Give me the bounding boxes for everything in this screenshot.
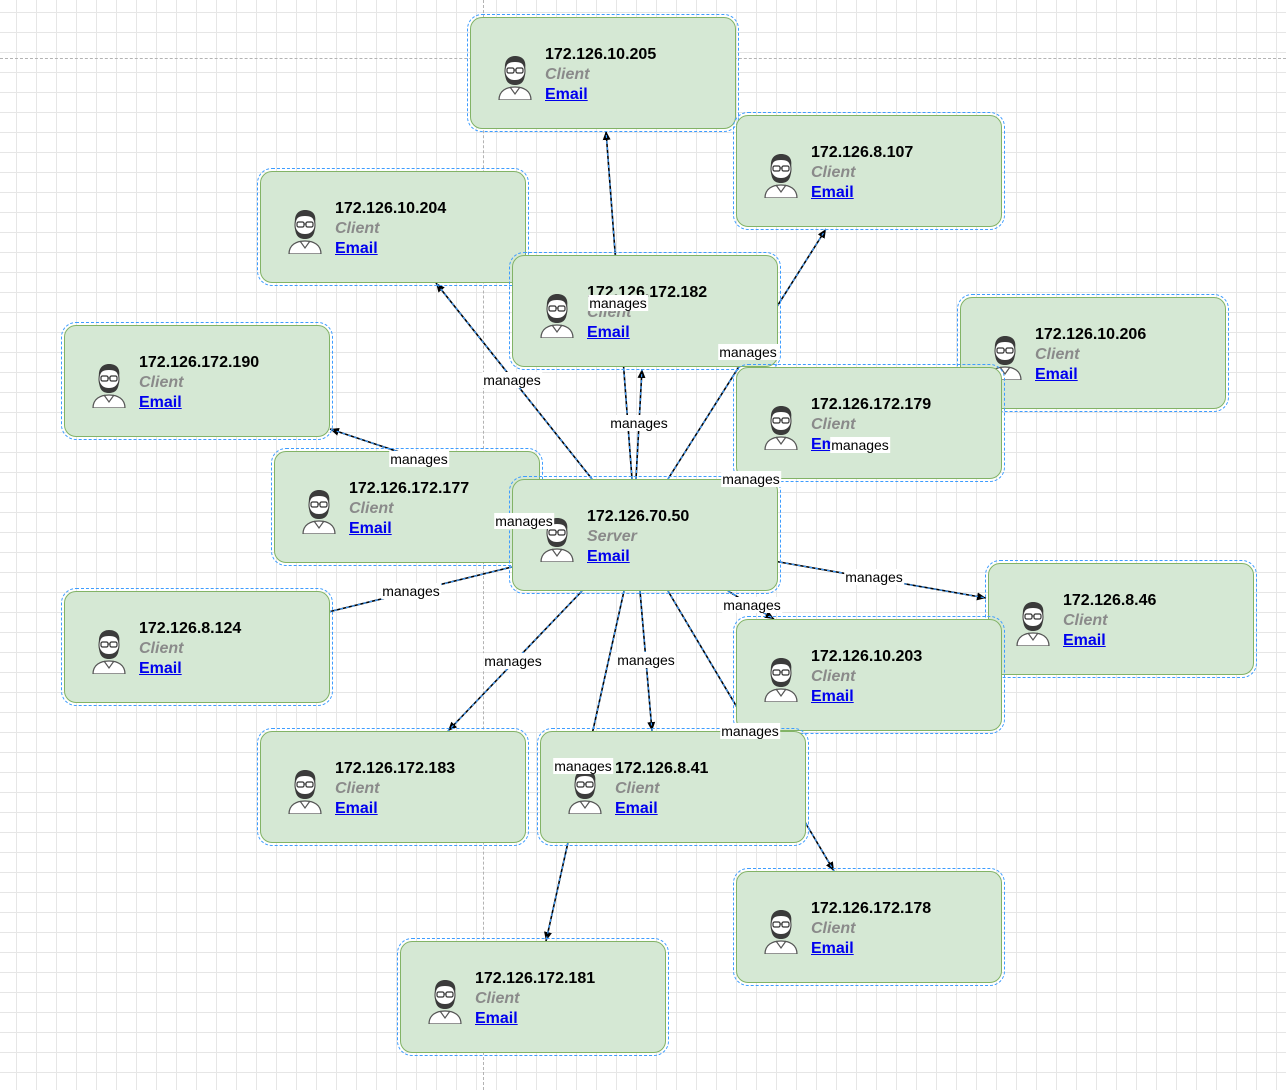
node-role: Client (811, 416, 856, 433)
client-node-172-126-10-204[interactable]: 172.126.10.204 Client Email (257, 168, 529, 286)
node-ip-address: 172.126.172.179 (811, 396, 932, 413)
edge-label-manages[interactable]: manages (381, 583, 441, 599)
person-avatar-icon (92, 630, 126, 674)
client-node-172-126-172-183[interactable]: 172.126.172.183 Client Email (257, 728, 529, 846)
node-ip-address: 172.126.10.206 (1035, 326, 1147, 343)
person-avatar-icon (764, 658, 798, 702)
node-role: Client (139, 374, 184, 391)
client-node-172-126-172-190[interactable]: 172.126.172.190 Client Email (61, 322, 333, 440)
person-avatar-icon (764, 910, 798, 954)
node-email-link[interactable]: Email (335, 240, 378, 257)
node-ip-address: 172.126.172.181 (475, 970, 596, 987)
node-email-link[interactable]: Email (1063, 632, 1106, 649)
node-ip-address: 172.126.8.107 (811, 144, 914, 161)
node-ip-address: 172.126.10.205 (545, 46, 657, 63)
node-role: Client (139, 640, 184, 657)
person-avatar-icon (568, 770, 602, 814)
edge-label-manages[interactable]: manages (494, 513, 554, 529)
node-role: Client (811, 164, 856, 181)
node-email-link[interactable]: Email (811, 688, 854, 705)
client-node-172-126-172-181[interactable]: 172.126.172.181 Client Email (397, 938, 669, 1056)
client-node-172-126-172-179[interactable]: 172.126.172.179 Client Email (733, 364, 1005, 482)
edge-label-manages[interactable]: manages (389, 451, 449, 467)
node-role: Client (349, 500, 394, 517)
node-email-link[interactable]: Email (587, 324, 630, 341)
client-node-172-126-10-205[interactable]: 172.126.10.205 Client Email (467, 14, 739, 132)
client-node-172-126-8-46[interactable]: 172.126.8.46 Client Email (985, 560, 1257, 678)
edge-selection-dash (667, 228, 827, 480)
client-node-172-126-8-124[interactable]: 172.126.8.124 Client Email (61, 588, 333, 706)
client-node-172-126-172-177[interactable]: 172.126.172.177 Client Email (271, 448, 543, 566)
node-email-link[interactable]: Email (811, 940, 854, 957)
edge-label-manages[interactable]: manages (553, 758, 613, 774)
node-email-link[interactable]: Email (335, 800, 378, 817)
edge-selection-dash (761, 558, 987, 599)
node-ip-address: 172.126.8.46 (1063, 592, 1157, 609)
node-email-link[interactable]: Email (587, 548, 630, 565)
edge-label-manages[interactable]: manages (616, 652, 676, 668)
edge-label-manages[interactable]: manages (588, 295, 648, 311)
node-role: Client (811, 920, 856, 937)
edge-label-manages[interactable]: manages (482, 372, 542, 388)
person-avatar-icon (302, 490, 336, 534)
node-role: Client (811, 668, 856, 685)
person-avatar-icon (288, 770, 322, 814)
edge-label-manages[interactable]: manages (718, 344, 778, 360)
client-node-172-126-10-203[interactable]: 172.126.10.203 Client Email (733, 616, 1005, 734)
node-email-link[interactable]: Email (545, 86, 588, 103)
edge-label-manages[interactable]: manages (609, 415, 669, 431)
node-role: Client (1063, 612, 1108, 629)
person-avatar-icon (498, 56, 532, 100)
node-email-link[interactable]: Email (615, 800, 658, 817)
node-role: Client (475, 990, 520, 1007)
edge-label-manages[interactable]: manages (483, 653, 543, 669)
node-role: Client (1035, 346, 1080, 363)
person-avatar-icon (764, 406, 798, 450)
node-email-link[interactable]: Email (139, 660, 182, 677)
node-email-link[interactable]: Email (139, 394, 182, 411)
edge-label-manages[interactable]: manages (830, 437, 890, 453)
node-role: Server (587, 528, 637, 545)
client-node-172-126-10-206[interactable]: 172.126.10.206 Client Email (957, 294, 1229, 412)
node-ip-address: 172.126.10.203 (811, 648, 923, 665)
node-ip-address: 172.126.10.204 (335, 200, 447, 217)
person-avatar-icon (428, 980, 462, 1024)
server-node[interactable]: 172.126.70.50 Server Email (509, 476, 781, 594)
node-role: Client (335, 780, 380, 797)
node-ip-address: 172.126.172.190 (139, 354, 260, 371)
node-role: Client (335, 220, 380, 237)
person-avatar-icon (288, 210, 322, 254)
edge-label-manages[interactable]: manages (720, 723, 780, 739)
person-avatar-icon (92, 364, 126, 408)
client-node-172-126-8-41[interactable]: 172.126.8.41 Client Email (537, 728, 809, 846)
client-node-172-126-172-178[interactable]: 172.126.172.178 Client Email (733, 868, 1005, 986)
edge-label-manages[interactable]: manages (721, 471, 781, 487)
edge-selection-dash (315, 566, 513, 616)
node-email-link[interactable]: Email (1035, 366, 1078, 383)
node-ip-address: 172.126.70.50 (587, 508, 690, 525)
node-ip-address: 172.126.8.41 (615, 760, 709, 777)
node-ip-address: 172.126.8.124 (139, 620, 242, 637)
edge-label-manages[interactable]: manages (722, 597, 782, 613)
node-ip-address: 172.126.172.178 (811, 900, 932, 917)
node-ip-address: 172.126.172.177 (349, 480, 470, 497)
node-email-link[interactable]: Email (811, 184, 854, 201)
node-role: Client (615, 780, 660, 797)
person-avatar-icon (1016, 602, 1050, 646)
edge-label-manages[interactable]: manages (844, 569, 904, 585)
person-avatar-icon (764, 154, 798, 198)
node-role: Client (545, 66, 590, 83)
person-avatar-icon (540, 294, 574, 338)
node-email-link[interactable]: Email (349, 520, 392, 537)
client-node-172-126-8-107[interactable]: 172.126.8.107 Client Email (733, 112, 1005, 230)
node-email-link[interactable]: Email (475, 1010, 518, 1027)
node-ip-address: 172.126.172.183 (335, 760, 456, 777)
